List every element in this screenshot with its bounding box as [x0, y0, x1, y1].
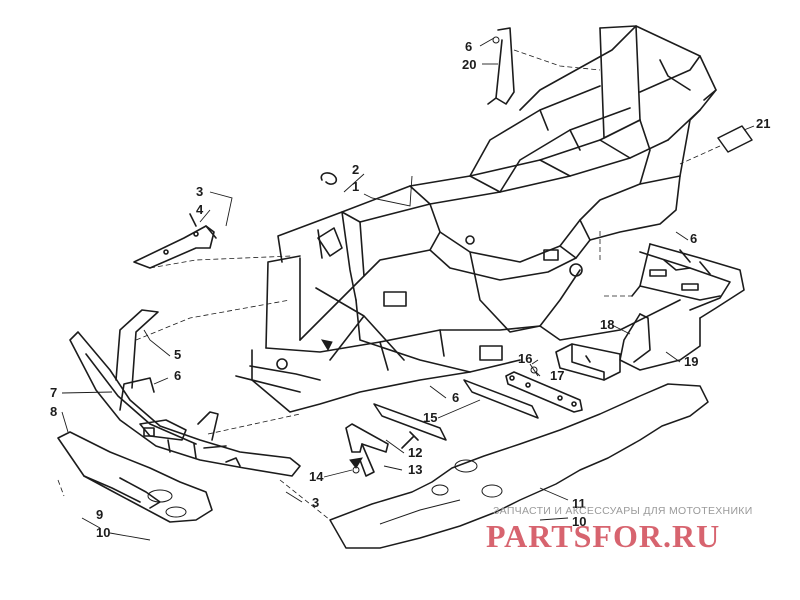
- bolt-12: [401, 431, 419, 449]
- callout-16: 16: [518, 351, 533, 366]
- leader-lines: [61, 37, 755, 541]
- plate-21: [717, 125, 753, 153]
- callout-6-rear: 6: [690, 231, 698, 246]
- callout-17: 17: [550, 368, 565, 383]
- clip-2: [320, 172, 338, 185]
- center-strip: [463, 379, 539, 419]
- callout-18: 18: [600, 317, 615, 332]
- callout-11: 11: [572, 496, 586, 511]
- callout-3-bottom: 3: [312, 495, 320, 510]
- callout-5: 5: [174, 347, 182, 362]
- skid-hole: [454, 459, 478, 473]
- watermark-caption: ЗАПЧАСТИ И АКСЕССУАРЫ ДЛЯ МОТОТЕХНИКИ: [493, 505, 753, 517]
- front-bracket: [317, 227, 343, 257]
- skid-hole: [431, 484, 449, 496]
- plate-18: [555, 343, 621, 381]
- watermark-logo: PARTSFOR.RU: [486, 518, 721, 554]
- bracket-4: [133, 213, 217, 269]
- assembly-lines: [57, 49, 721, 521]
- skid-hole: [481, 484, 503, 498]
- callout-10-front: 10: [96, 525, 111, 540]
- skid-plate: [329, 383, 709, 549]
- footrest-assembly: [619, 243, 745, 371]
- callout-15: 15: [423, 410, 438, 425]
- bracket-13: [345, 423, 389, 477]
- callout-19: 19: [684, 354, 699, 369]
- main-frame: [235, 25, 717, 413]
- brace-20: [487, 27, 515, 105]
- bar-16: [505, 371, 583, 413]
- callout-6-mid: 6: [452, 390, 460, 405]
- callout-10-rear: 10: [572, 514, 587, 529]
- callout-1: 1: [352, 179, 360, 194]
- callout-14: 14: [309, 469, 324, 484]
- callout-6-front: 6: [174, 368, 182, 383]
- callout-2: 2: [352, 162, 360, 177]
- callout-4: 4: [196, 202, 204, 217]
- callout-3: 3: [196, 184, 204, 199]
- callout-8: 8: [50, 404, 58, 419]
- callout-20: 20: [462, 57, 477, 72]
- front-bumper: [69, 309, 301, 477]
- front-skid: [57, 431, 213, 523]
- center-strip: [373, 403, 447, 441]
- callout-13: 13: [408, 462, 423, 477]
- callout-21: 21: [756, 116, 771, 131]
- bolt-17: [530, 366, 538, 374]
- callout-7: 7: [50, 385, 58, 400]
- callout-12: 12: [408, 445, 423, 460]
- callout-6-top: 6: [465, 39, 473, 54]
- callout-9: 9: [96, 507, 104, 522]
